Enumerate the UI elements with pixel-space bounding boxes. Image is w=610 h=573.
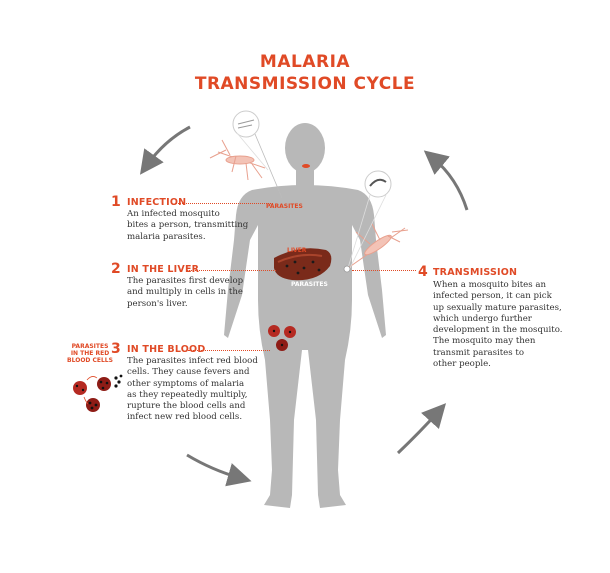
liver-parasites-label: PARASITES (291, 281, 328, 288)
title-line-2: TRANSMISSION CYCLE (194, 74, 416, 94)
step-2-heading: IN THE LIVER (127, 264, 200, 275)
step-3-line: cells. They cause fevers and (127, 367, 250, 378)
step-3-line: infect new red blood cells. (127, 412, 243, 423)
step-4-line: up sexually mature parasites, (433, 302, 562, 313)
step-2-line: The parasites first develop (127, 276, 244, 286)
human-figure (224, 123, 386, 508)
step-4-line: other people. (433, 359, 491, 370)
rbc-label-line-1: PARASITES (71, 343, 109, 350)
step-1-line: An infected mosquito (127, 209, 220, 219)
title-line-1: MALARIA (259, 52, 351, 72)
step-2-line: and multiply in cells in the (127, 287, 244, 298)
step-3-line: as they repeatedly multiply, (127, 389, 248, 400)
liver-label: LIVER (287, 247, 307, 254)
step-4-leader-line (352, 270, 416, 271)
cycle-arrow-bottom-right (396, 403, 447, 455)
step-1-number: 1 (111, 194, 121, 210)
step-3-line: The parasites infect red blood (127, 356, 258, 366)
cycle-arrow-bottom-left (186, 453, 252, 487)
step-4-line: transmit parasites to (433, 347, 525, 358)
step-4-heading: TRANSMISSION (433, 267, 518, 278)
magnifier-right (364, 170, 392, 198)
cycle-arrow-top-right (423, 150, 469, 211)
step-2-number: 2 (111, 261, 121, 277)
cycle-arrow-top-left (139, 125, 191, 175)
step-4-line: development in the mosquito. (433, 325, 563, 336)
bite-line-left (254, 133, 283, 199)
bite-point-right (343, 265, 351, 273)
mouth-mark (302, 164, 310, 168)
rbc-label-line-2: IN THE RED (70, 350, 110, 357)
rbc-label-line-3: BLOOD CELLS (67, 357, 113, 364)
step-1-leader-line (175, 203, 273, 204)
step-1-heading: INFECTION (127, 197, 187, 208)
step-4-line: infected person, it can pick (433, 291, 552, 302)
step-2-line: person's liver. (127, 298, 188, 309)
mosquito-icon-left (209, 139, 266, 181)
magnifier-left (232, 110, 260, 138)
step-3-leader-line (188, 350, 270, 351)
step-3-number: 3 (111, 341, 121, 357)
step-3-line: rupture the blood cells and (127, 401, 246, 412)
step-4-line: The mosquito may then (433, 336, 536, 347)
thigh-blood-cells (268, 325, 296, 351)
step-1-line: bites a person, transmitting (127, 220, 249, 231)
mosquito-icon-right (347, 223, 409, 269)
step-3-heading: IN THE BLOOD (127, 344, 206, 355)
rbc-cycle-inset (73, 374, 123, 412)
step-3-line: other symptoms of malaria (127, 378, 245, 389)
liver-organ (274, 248, 332, 281)
step-2-leader-line (186, 270, 276, 271)
parasites-bite-label: PARASITES (266, 203, 303, 210)
step-1-description: An infected mosquito bites a person, tra… (127, 209, 248, 243)
step-4-number: 4 (418, 264, 428, 280)
step-4-description: When a mosquito bites an infected person… (433, 280, 562, 370)
step-4-line: When a mosquito bites an (433, 280, 547, 290)
step-1-line: malaria parasites. (127, 231, 206, 242)
step-2-description: The parasites first develop and multiply… (127, 276, 243, 310)
step-4-line: which undergo further (433, 313, 532, 324)
step-3-description: The parasites infect red blood cells. Th… (127, 356, 258, 424)
